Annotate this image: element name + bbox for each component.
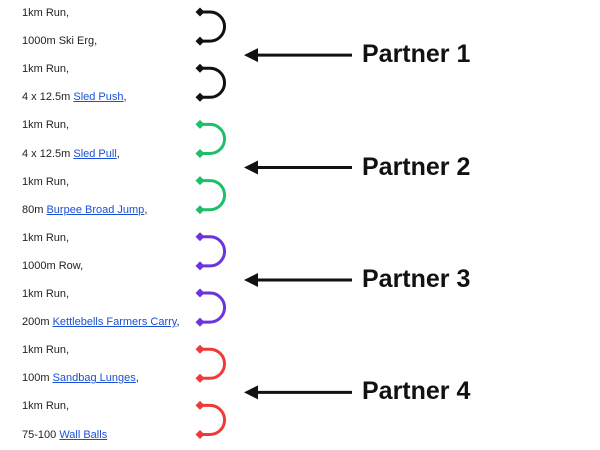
station-item: 100m Sandbag Lunges, <box>22 372 139 384</box>
connector-diamond-node <box>195 317 205 327</box>
station-item: 1km Run, <box>22 7 69 19</box>
connector-diamond-node <box>195 232 205 242</box>
station-text: 1km Run, <box>22 231 70 244</box>
station-text: 1km Run, <box>22 7 70 19</box>
connector-diamond-node <box>195 92 205 102</box>
station-item: 4 x 12.5m Sled Push, <box>22 91 127 103</box>
station-item: 1000m Row, <box>22 260 83 272</box>
connector-hook <box>198 347 226 380</box>
station-text: 1km Run, <box>22 119 70 132</box>
station-text: 1km Run, <box>22 344 70 357</box>
connector-diamond-node <box>195 36 205 46</box>
station-item: 200m Kettlebells Farmers Carry, <box>22 316 180 328</box>
connector-hook <box>198 235 226 268</box>
station-text-suffix: , <box>116 147 120 160</box>
station-item: 1km Run, <box>22 288 69 300</box>
connector-hook <box>198 66 226 99</box>
station-list: 1km Run, 1000m Ski Erg, 1km Run, 4 x 12.5m … <box>0 0 200 450</box>
station-text-suffix: , <box>123 91 127 104</box>
connector-hook <box>198 179 226 212</box>
station-item: 1km Run, <box>22 232 69 244</box>
station-text: 75-100 <box>22 428 60 441</box>
station-text: 1km Run, <box>22 63 70 76</box>
connector-diamond-node <box>195 205 205 215</box>
station-link[interactable]: Kettlebells Farmers Carry <box>52 316 177 329</box>
station-item: 1km Run, <box>22 63 69 75</box>
connector-hook <box>198 291 226 324</box>
connector-diamond-node <box>195 373 205 383</box>
station-text: 1km Run, <box>22 400 70 413</box>
connector-hook <box>198 122 226 155</box>
station-text: 200m <box>22 316 53 329</box>
station-text: 1000m Ski Erg, <box>22 35 98 48</box>
station-link[interactable]: Sled Push <box>73 91 124 104</box>
station-item: 1000m Ski Erg, <box>22 35 97 47</box>
station-text: 1km Run, <box>22 175 70 188</box>
connector-diamond-node <box>195 261 205 271</box>
station-text-suffix: , <box>144 203 148 216</box>
connector-diamond-node <box>195 119 205 129</box>
station-item: 1km Run, <box>22 176 69 188</box>
arrow-head-icon <box>244 48 258 63</box>
station-item: 80m Burpee Broad Jump, <box>22 204 147 216</box>
arrow-head-icon <box>244 385 258 400</box>
station-item: 1km Run, <box>22 344 69 356</box>
connector-diamond-node <box>195 176 205 186</box>
station-text: 80m <box>22 203 47 216</box>
connector-diamond-node <box>195 63 205 73</box>
arrow-head-icon <box>244 272 258 287</box>
connector-hook <box>198 403 226 436</box>
station-item: 1km Run, <box>22 119 69 131</box>
partner-label: Partner 1 <box>362 40 471 69</box>
connector-diamond-node <box>195 344 205 354</box>
connector-diamond-node <box>195 400 205 410</box>
connector-diamond-node <box>195 430 205 439</box>
connector-hook <box>198 10 226 43</box>
station-item: 4 x 12.5m Sled Pull, <box>22 148 120 160</box>
partner-label: Partner 2 <box>362 152 471 181</box>
connector-diamond-node <box>195 149 205 158</box>
station-text: 1km Run, <box>22 288 70 300</box>
arrow-head-icon <box>244 160 258 175</box>
station-text: 4 x 12.5m <box>22 147 74 160</box>
station-item: 1km Run, <box>22 400 69 412</box>
station-link[interactable]: Burpee Broad Jump <box>46 203 145 216</box>
station-text: 100m <box>22 372 53 385</box>
station-text: 1000m Row, <box>22 259 84 272</box>
station-item: 75-100 Wall Balls <box>22 429 107 441</box>
station-link[interactable]: Sandbag Lunges <box>52 372 136 385</box>
station-link[interactable]: Wall Balls <box>59 428 108 441</box>
connector-diamond-node <box>195 7 205 17</box>
connector-diamond-node <box>195 288 205 298</box>
station-text-suffix: , <box>176 316 180 329</box>
station-text-suffix: , <box>135 372 139 385</box>
partner-label: Partner 4 <box>362 377 471 406</box>
partner-label: Partner 3 <box>362 264 471 293</box>
station-link[interactable]: Sled Pull <box>73 147 117 160</box>
station-text: 4 x 12.5m <box>22 91 74 104</box>
